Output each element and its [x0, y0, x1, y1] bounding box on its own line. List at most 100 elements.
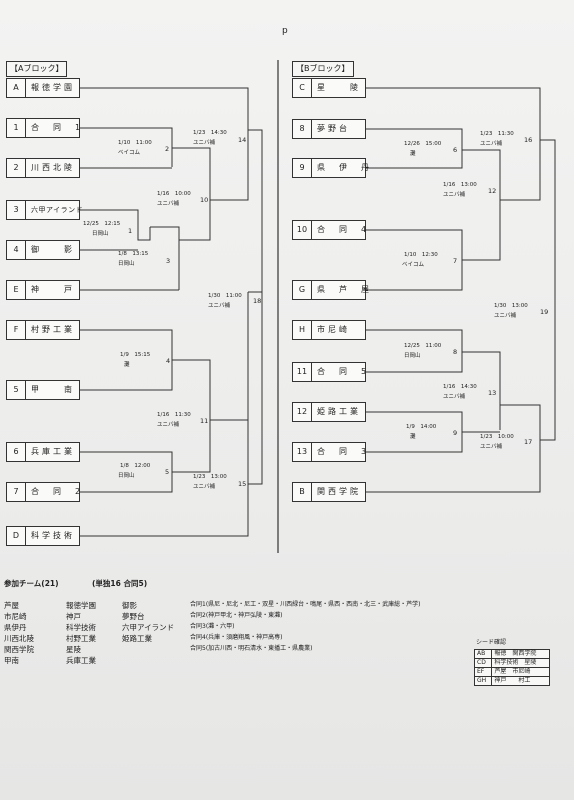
game-date: 1/23 14:30: [193, 130, 227, 136]
game-number: 15: [238, 480, 247, 488]
game-venue: 日岡山: [118, 473, 135, 479]
game-date: 12/25 11:00: [404, 343, 442, 349]
game-number: 18: [253, 297, 262, 305]
game-number: 5: [165, 468, 170, 476]
game-date: 1/23 10:00: [480, 434, 514, 440]
participant: 六甲アイランド: [122, 623, 175, 632]
game-number: 8: [453, 348, 458, 356]
game-date: 1/10 12:30: [404, 252, 438, 258]
participants-subtitle: (単独16 合同5): [92, 579, 148, 588]
game-date: 1/30 13:00: [494, 303, 528, 309]
participant: 甲南: [4, 656, 19, 665]
game-number: 4: [166, 357, 171, 365]
joint-team: 合同4(兵庫・須磨翔風・神戸高専): [190, 634, 283, 641]
joint-team: 合同2(神戸甲北・神戸弘陵・東灘): [190, 612, 283, 619]
game-date: 12/25 12:15: [83, 221, 121, 227]
participant: 関西学院: [4, 645, 34, 654]
game-venue: ユニバ補: [193, 484, 216, 490]
game-number: 17: [524, 438, 533, 446]
participant: 報徳学園: [66, 601, 96, 610]
game-venue: 日岡山: [404, 353, 421, 359]
game-venue: 日岡山: [118, 261, 135, 267]
game-number: 13: [488, 389, 497, 397]
participant: 兵庫工業: [66, 656, 96, 665]
game-venue: ユニバ補: [208, 303, 231, 309]
game-number: 16: [524, 136, 533, 144]
participant: 村野工業: [66, 634, 96, 643]
participant: 星陵: [66, 645, 81, 654]
game-venue: ユニバ補: [480, 444, 503, 450]
game-number: 2: [165, 145, 170, 153]
participant: 姫路工業: [122, 634, 152, 643]
participant: 科学技術: [66, 623, 96, 632]
participant: 市尼崎: [4, 612, 27, 621]
participant: 神戸: [66, 612, 81, 621]
game-number: 10: [200, 196, 209, 204]
joint-team: 合同1(県尼・尼北・尼工・双星・川西緑台・鳴尾・県西・西南・北三・武庫総・芦学): [190, 601, 421, 608]
participant: 芦屋: [4, 601, 19, 610]
game-venue: ユニバ補: [494, 313, 517, 319]
game-number: 3: [166, 257, 171, 265]
game-date: 1/9 15:15: [120, 352, 151, 358]
game-venue: ユニバ補: [157, 201, 180, 207]
game-number: 9: [453, 429, 458, 437]
game-date: 12/26 15:00: [404, 141, 442, 147]
game-venue: ユニバ補: [480, 141, 503, 147]
game-number: 14: [238, 136, 247, 144]
game-number: 1: [128, 227, 133, 235]
game-venue: ユニバ補: [193, 140, 216, 146]
game-date: 1/16 11:30: [157, 412, 191, 418]
game-date: 1/30 11:00: [208, 293, 242, 299]
participant: 川西北陵: [4, 634, 34, 643]
joint-team: 合同3(灘・六甲): [190, 623, 235, 630]
game-venue: 灘: [410, 151, 416, 157]
game-date: 1/16 13:00: [443, 182, 477, 188]
participant: 県伊丹: [4, 623, 27, 632]
participant: 夢野台: [122, 612, 145, 621]
game-venue: ユニバ補: [443, 394, 466, 400]
participants-title: 参加チーム(21): [4, 579, 59, 588]
game-venue: ベイコム: [118, 150, 141, 156]
seed-title: シード確認: [476, 639, 507, 646]
game-venue: 灘: [124, 362, 130, 368]
game-number: 11: [200, 417, 209, 425]
game-venue: ベイコム: [402, 262, 425, 268]
page-mark: p: [282, 26, 288, 36]
game-venue: ユニバ補: [157, 422, 180, 428]
game-date: 1/10 11:00: [118, 140, 152, 146]
game-venue: 灘: [410, 434, 416, 440]
game-date: 1/9 14:00: [406, 424, 437, 430]
game-venue: ユニバ補: [443, 192, 466, 198]
game-number: 12: [488, 187, 497, 195]
game-date: 1/23 11:30: [480, 131, 514, 137]
game-date: 1/16 10:00: [157, 191, 191, 197]
game-date: 1/8 12:00: [120, 463, 151, 469]
block-a-title: 【Aブロック】: [6, 61, 68, 77]
block-b-title: 【Bブロック】: [292, 61, 354, 77]
participant: 御影: [122, 601, 137, 610]
game-date: 1/23 13:00: [193, 474, 227, 480]
